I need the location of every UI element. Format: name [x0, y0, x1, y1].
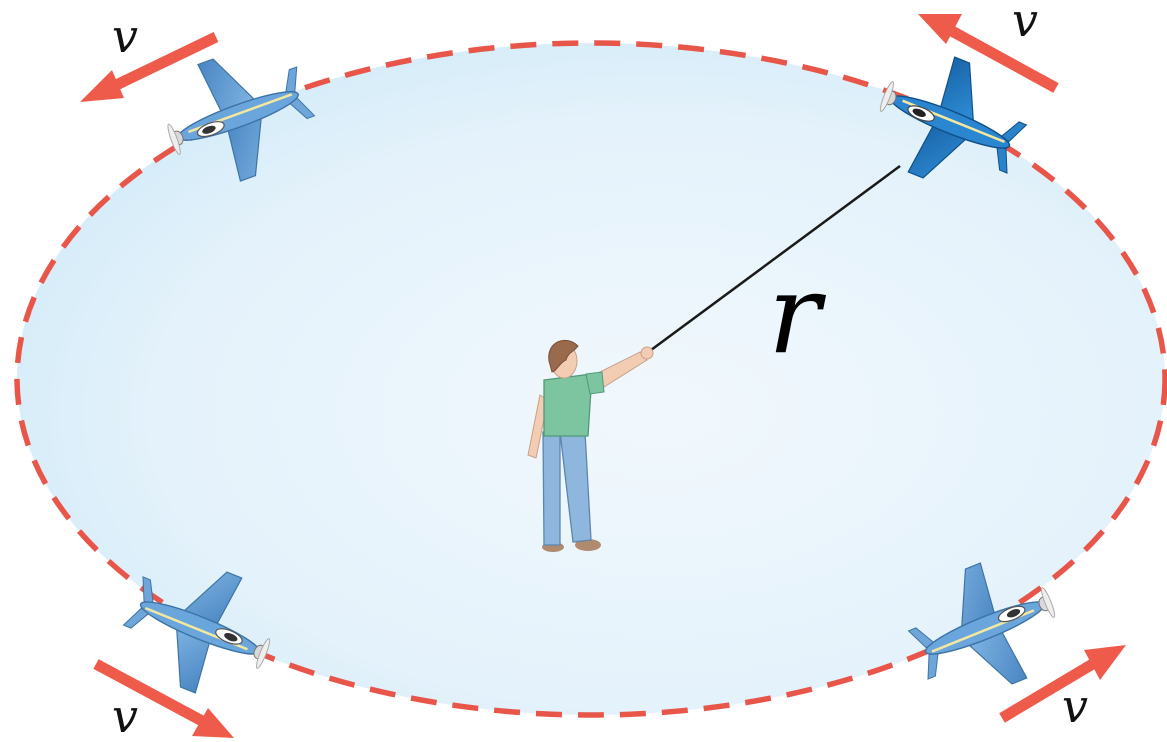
circular-path	[14, 40, 1167, 718]
velocity-label-top-left: v	[112, 9, 138, 63]
tether-line	[646, 164, 901, 355]
velocity-arrow-icon-bottom-left	[93, 659, 234, 738]
velocity-label-bottom-right: v	[1062, 679, 1088, 733]
velocity-arrow-icon-top-left	[80, 32, 219, 102]
velocity-label-bottom-left: v	[112, 689, 138, 742]
person-icon	[527, 339, 654, 552]
velocity-arrow-icon-top-right	[918, 14, 1059, 93]
velocity-label-top-right: v	[1012, 0, 1038, 47]
velocity-arrow-icon-bottom-right	[999, 645, 1126, 723]
radius-label: r	[768, 250, 827, 378]
